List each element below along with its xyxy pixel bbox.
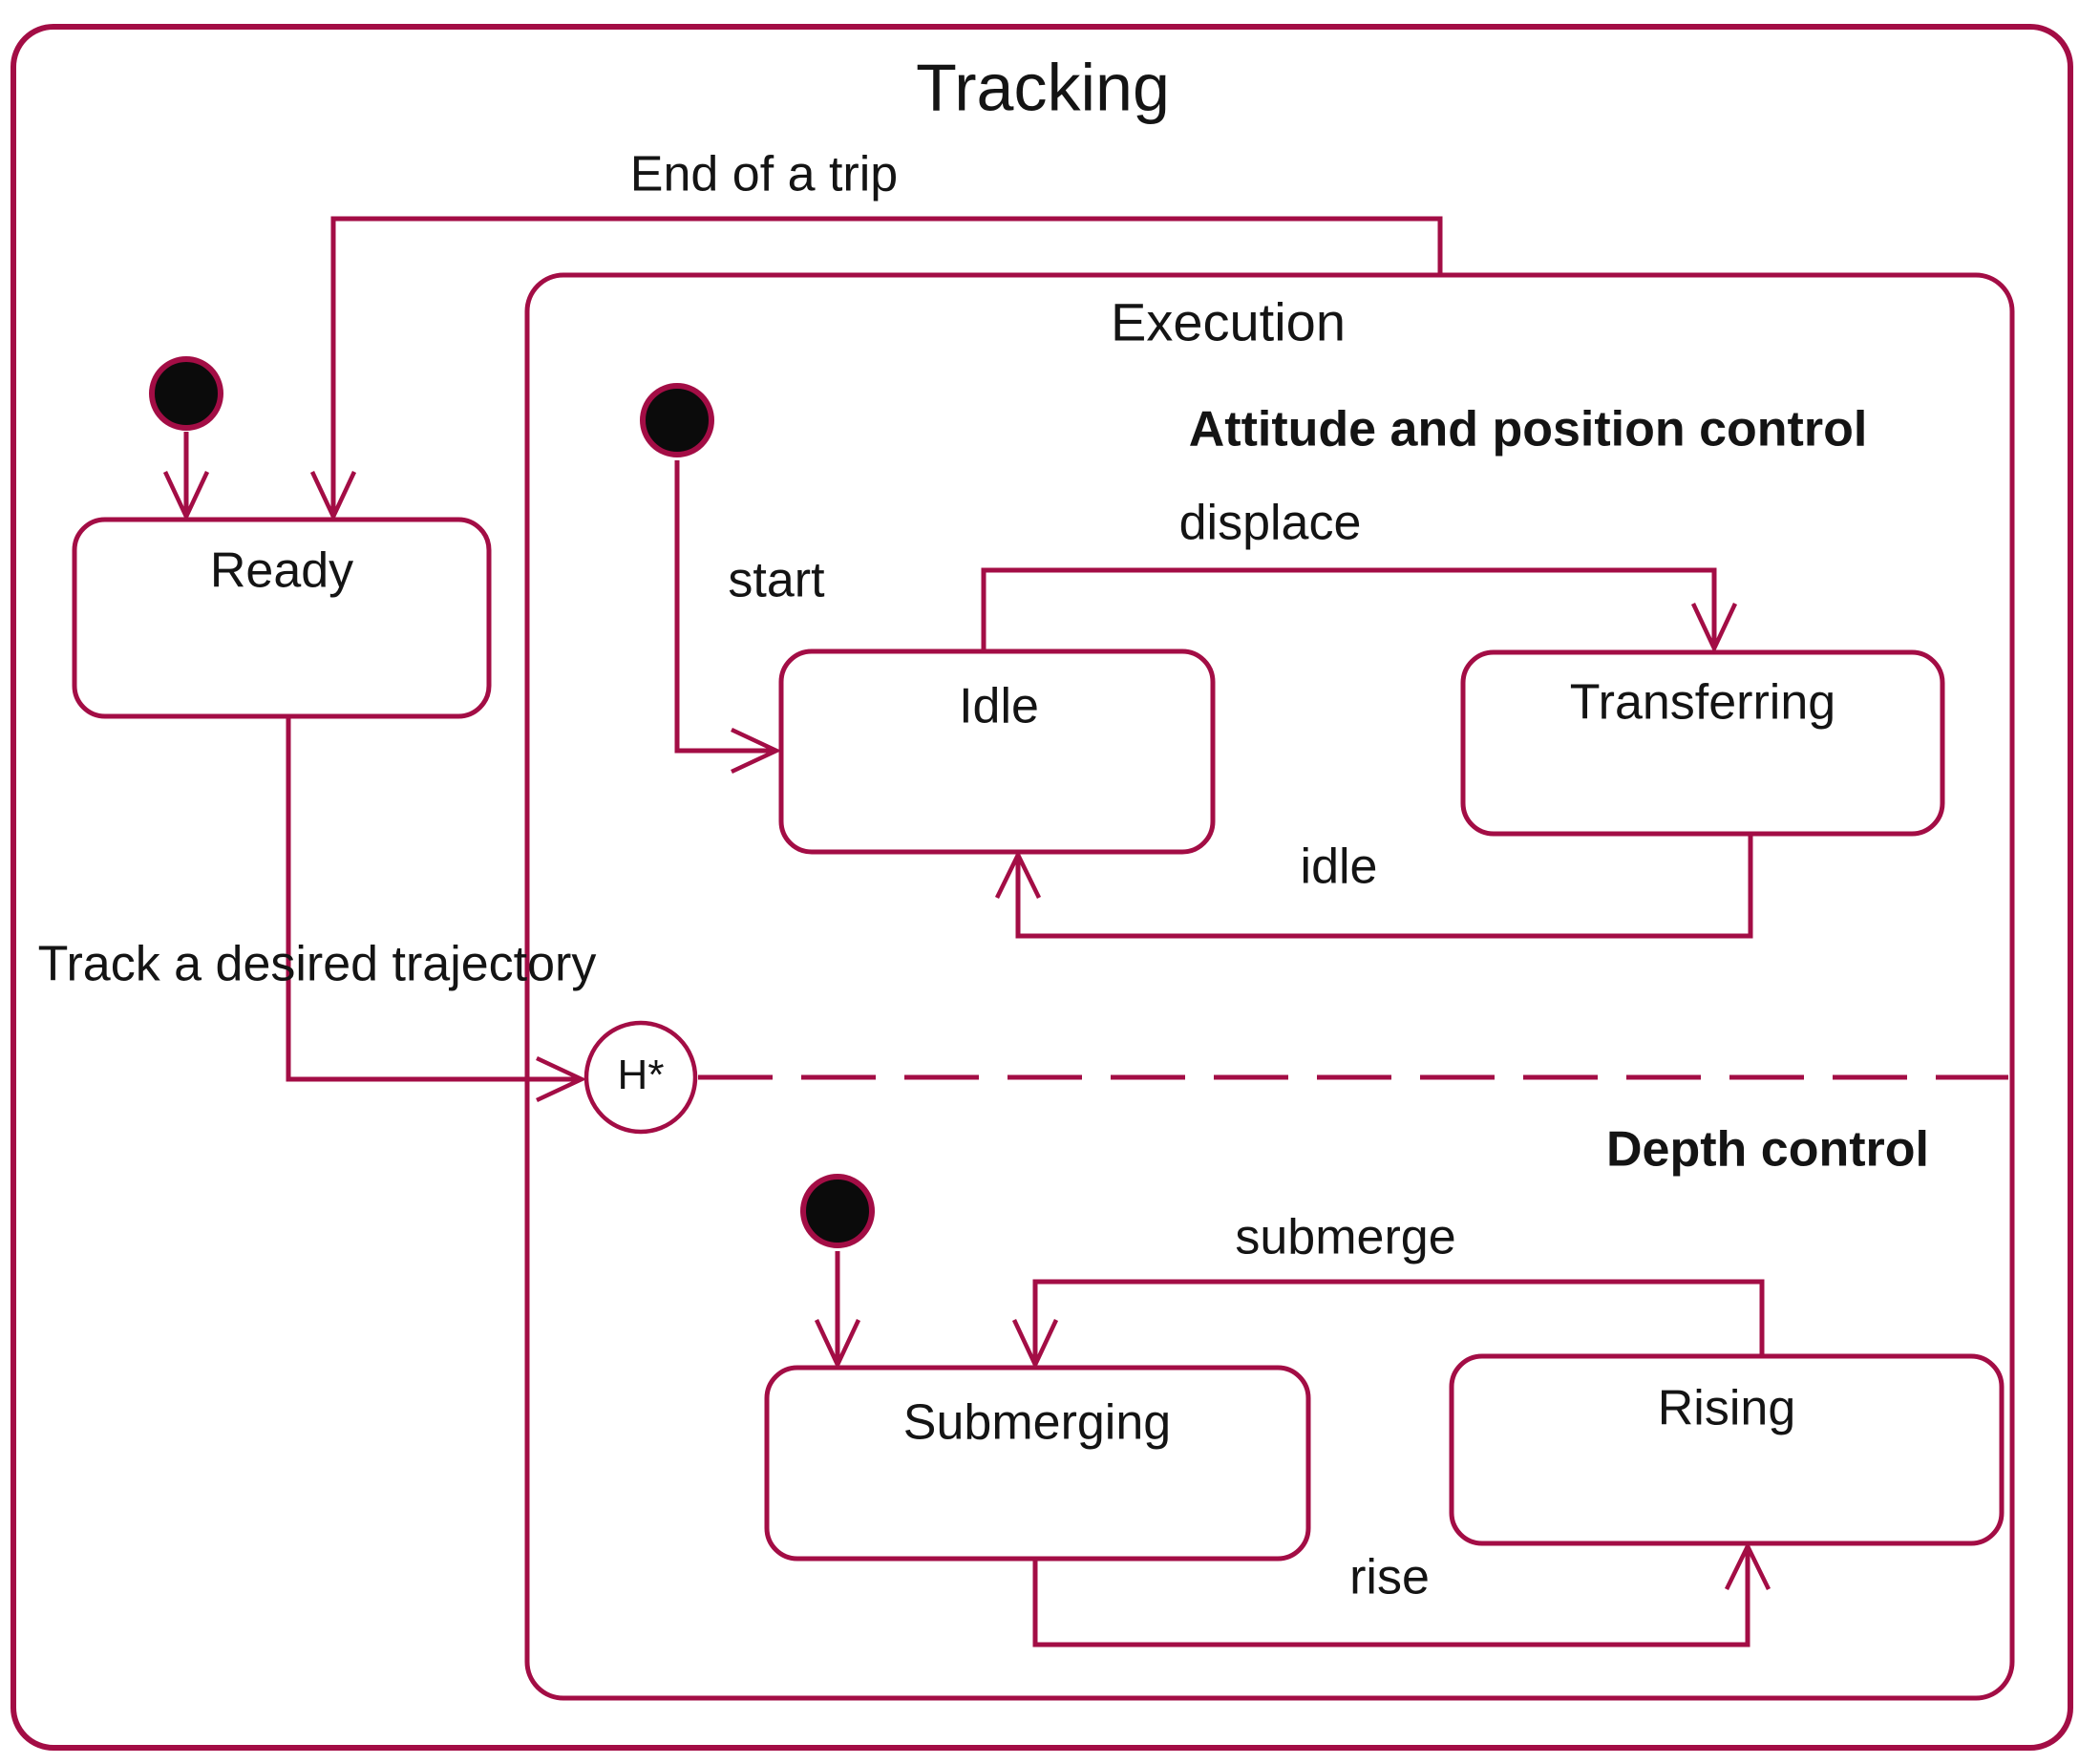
ready-state-label: Ready (209, 542, 354, 599)
arrowhead-up-icon (1724, 1541, 1771, 1590)
transition-line (1015, 834, 1753, 939)
transition-line (286, 716, 579, 1082)
idle-state-label: Idle (959, 678, 1039, 734)
transition-line (1032, 1279, 1765, 1360)
tracking-state-box (11, 24, 2073, 1751)
transition-rise (1032, 1541, 1771, 1647)
transition-label-idle: idle (1300, 839, 1378, 895)
arrowhead-down-icon (814, 1319, 861, 1371)
transition-start (674, 460, 782, 775)
initial-state-icon (800, 1174, 875, 1248)
transition-idle-return (994, 834, 1753, 939)
transferring-state-box (1460, 649, 1945, 837)
region-title-depth-control: Depth control (1606, 1121, 1929, 1178)
transition-displace (981, 567, 1738, 654)
transition-initial-to-ready (162, 432, 210, 522)
transition-label-displace: displace (1178, 495, 1362, 551)
transition-label-submerge: submerge (1235, 1209, 1456, 1265)
transition-line (981, 567, 1717, 651)
execution-state-box (524, 272, 2015, 1701)
transition-line (1032, 1549, 1750, 1647)
transition-submerge (1011, 1279, 1765, 1371)
transferring-state-label: Transferring (1569, 674, 1836, 731)
transition-label-track-a-desired-trajectory: Track a desired trajectory (37, 936, 597, 992)
rising-state-box (1449, 1353, 2005, 1546)
initial-state-icon (149, 356, 223, 431)
arrowhead-right-icon (536, 1055, 587, 1103)
arrowhead-down-icon (162, 471, 210, 522)
arrowhead-down-icon (1690, 603, 1738, 654)
idle-state-box (778, 648, 1216, 855)
transition-line (330, 216, 1443, 512)
execution-title: Execution (1111, 291, 1346, 352)
transition-initial-to-submerging (814, 1251, 861, 1371)
transition-track-a-desired-trajectory (286, 716, 587, 1103)
initial-state-icon (640, 383, 714, 457)
arrowhead-down-icon (1011, 1319, 1059, 1371)
history-pseudostate-icon (583, 1020, 698, 1135)
arrowhead-up-icon (994, 849, 1042, 899)
region-title-attitude-and-position-control: Attitude and position control (1188, 401, 1868, 457)
arrowhead-down-icon (309, 471, 357, 522)
tracking-title: Tracking (916, 50, 1170, 125)
rising-state-label: Rising (1657, 1380, 1796, 1436)
submerging-state-label: Submerging (902, 1394, 1172, 1451)
transition-label-end-of-a-trip: End of a trip (629, 146, 899, 202)
ready-state-box (72, 517, 492, 719)
transition-line (674, 460, 774, 754)
transition-label-start: start (728, 552, 825, 608)
transition-end-of-a-trip (309, 216, 1443, 522)
arrowhead-right-icon (731, 727, 782, 775)
transition-label-rise: rise (1349, 1549, 1430, 1605)
history-pseudostate-label: H* (617, 1051, 665, 1098)
